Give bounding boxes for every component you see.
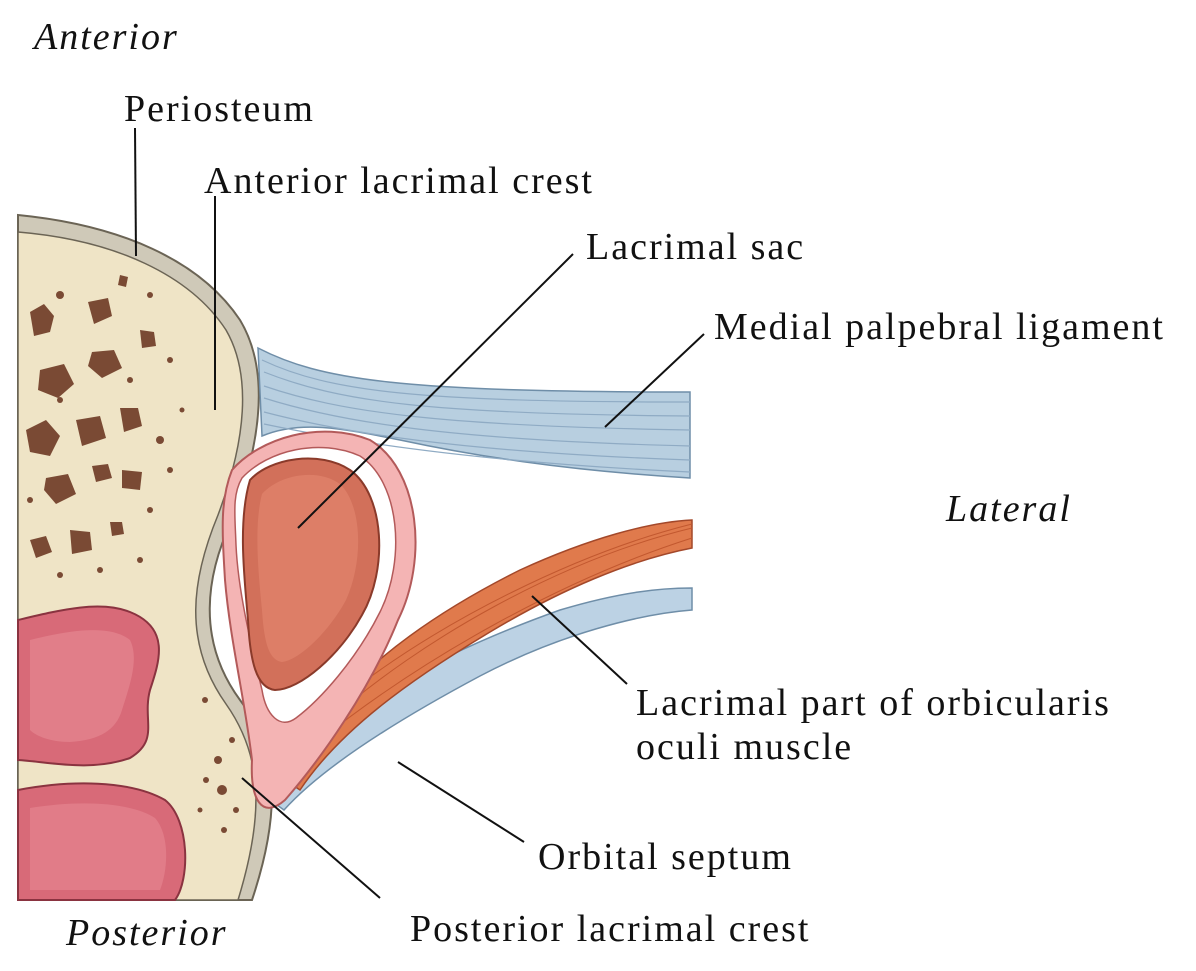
label-lacrimal-part-line2: oculi muscle <box>636 726 1111 770</box>
label-anterior: Anterior <box>34 16 179 60</box>
label-periosteum: Periosteum <box>124 88 315 132</box>
leader-periosteum <box>135 128 136 256</box>
label-lacrimal-part-line1: Lacrimal part of orbicularis <box>636 682 1111 726</box>
label-orbital-septum: Orbital septum <box>538 836 793 880</box>
lower-sinus-highlight <box>30 803 166 890</box>
label-lateral: Lateral <box>946 488 1072 532</box>
label-posterior: Posterior <box>66 912 228 956</box>
label-anterior-lacrimal-crest: Anterior lacrimal crest <box>204 160 594 204</box>
label-medial-palpebral-ligament: Medial palpebral ligament <box>714 306 1165 350</box>
label-lacrimal-sac: Lacrimal sac <box>586 226 805 270</box>
label-posterior-lacrimal-crest: Posterior lacrimal crest <box>410 908 810 952</box>
leader-orbital-septum <box>398 762 524 842</box>
label-lacrimal-part-of-orbicularis-oculi-muscle: Lacrimal part of orbicularis oculi muscl… <box>636 682 1111 769</box>
